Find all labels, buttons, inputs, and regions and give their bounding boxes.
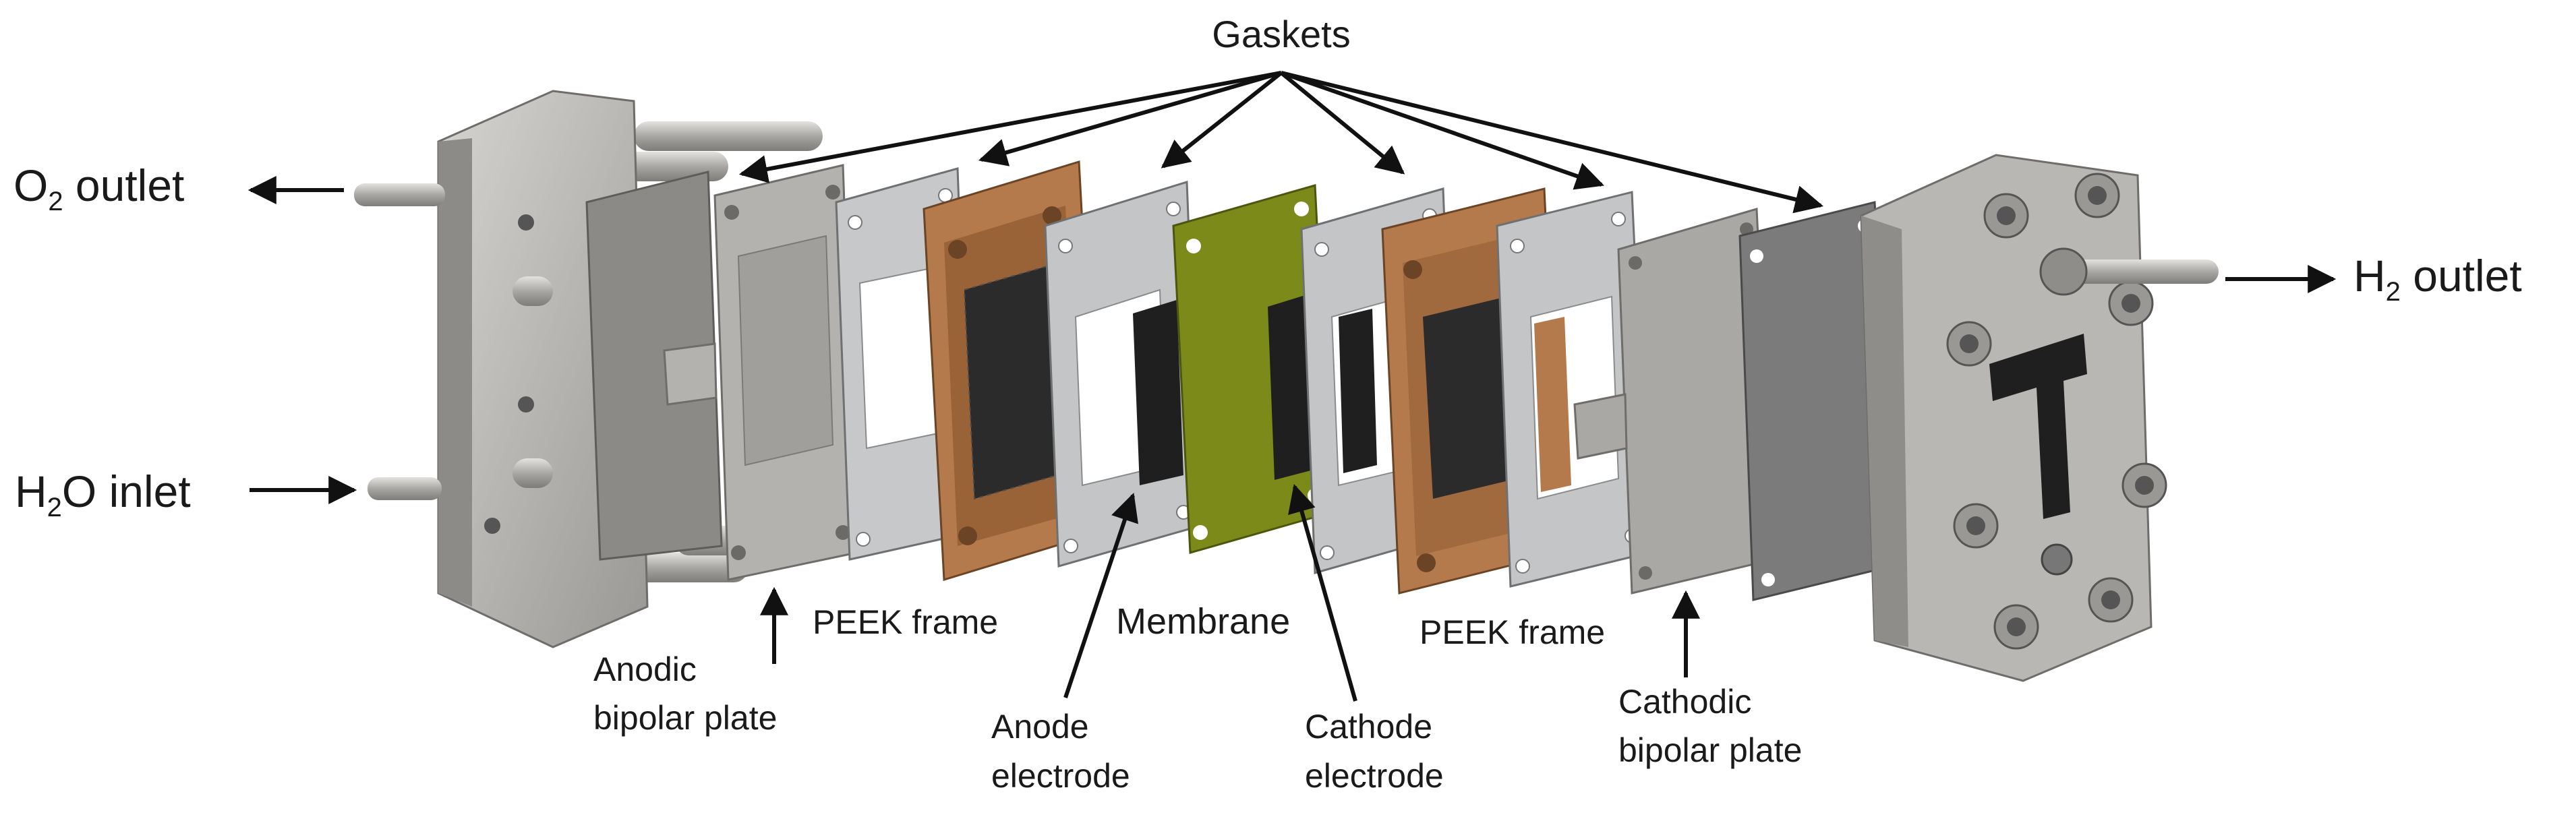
h2-outlet-pipe [2050,260,2219,284]
h2o-inlet-label: H2O inlet [15,466,191,522]
gasket-arrow [1161,71,1283,169]
bolt-icon [2074,173,2120,218]
anodic-bipolar-plate-label: Anodic bipolar plate [593,650,777,737]
bolt-icon [2108,280,2154,326]
anode-electrode [1133,300,1183,485]
cathodic-bipolar-plate-label: Cathodic bipolar plate [1618,683,1802,769]
h2-outlet-label: H2 outlet [2353,251,2522,307]
bolt-icon [1953,503,1999,549]
bolt-icon [2088,577,2134,623]
left-end-plate [354,90,836,648]
bolt-icon [1983,193,2029,239]
gasket-arrow [738,71,1282,183]
o2-outlet-pipe [354,183,445,206]
peek-frame-left-label: PEEK frame [813,603,998,641]
peek-frame-right-label: PEEK frame [1419,613,1605,651]
membrane-label: Membrane [1116,601,1290,642]
gasket-arrow [978,71,1282,166]
gasket-arrow [1281,71,1824,214]
tie-rod [634,121,823,151]
h2o-inlet-pipe [368,477,442,500]
o2-outlet-label: O2 outlet [13,160,184,216]
anode-electrode-arrow [1063,493,1138,698]
gasket-arrow [1280,71,1405,175]
bolt-icon [1946,321,1992,367]
cathode-electrode-arrow [1288,483,1357,702]
bolt-icon [2121,462,2167,508]
cathode-electrode-label: Cathode electrode [1305,708,1444,795]
gasket-arrow [1281,71,1604,190]
anode-electrode-label: Anode electrode [991,708,1130,795]
right-end-plate [1860,154,2219,682]
bolt-icon [1993,604,2039,650]
arrows [247,71,2337,702]
peek-frame-anode [923,160,1101,581]
anodic-bipolar-plate [663,164,858,581]
gaskets-label: Gaskets [1212,13,1350,55]
